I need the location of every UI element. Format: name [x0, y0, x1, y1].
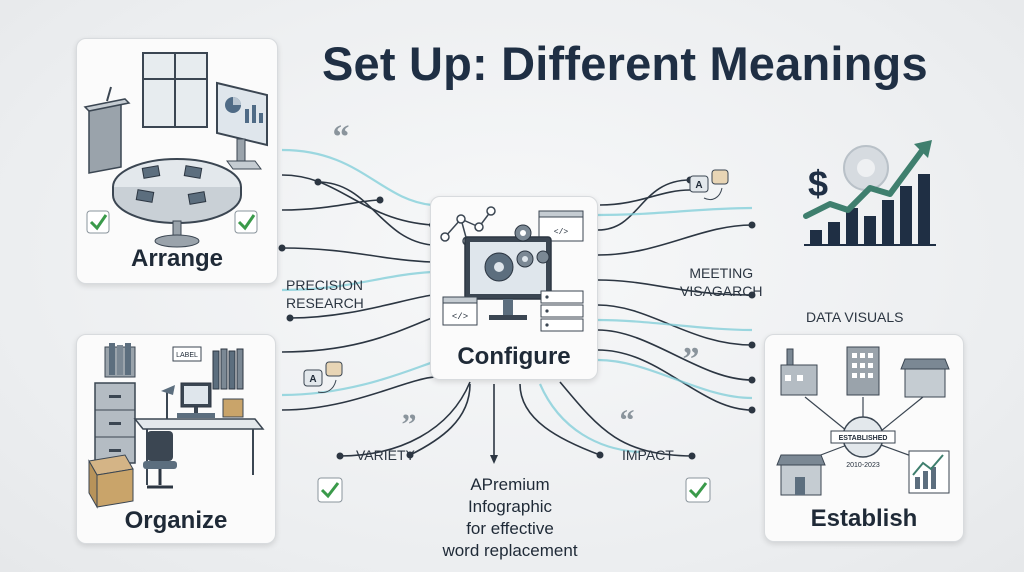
open-quote-icon-bottom-right: “	[620, 404, 635, 426]
translate-bubble-icon-left: A	[303, 361, 343, 393]
data-visuals-note: DATA VISUALS	[806, 309, 904, 325]
open-quote-icon-left: “	[333, 122, 350, 144]
check-icon-right	[685, 477, 711, 503]
variety-note: VARIETY	[356, 447, 415, 463]
meeting-note: MEETING VISAGARCH	[680, 264, 762, 300]
center-caption-line-1: APremium	[470, 475, 550, 494]
office-desk-illustration: LABEL	[88, 343, 265, 509]
page-title: Set Up: Different Meanings	[322, 37, 928, 90]
organize-card: LABEL	[76, 334, 276, 544]
svg-text:</>: </>	[452, 312, 468, 322]
impact-note: IMPACT	[622, 447, 674, 463]
meeting-text: MEETING	[689, 265, 754, 281]
configure-label: Configure	[457, 343, 571, 370]
close-quote-icon-bottom-left: ”	[402, 408, 417, 426]
meeting-room-illustration	[83, 52, 268, 248]
label-tag-text: LABEL	[176, 352, 198, 359]
established-years: 2010-2023	[846, 462, 880, 469]
center-caption-line-2: Infographic	[467, 497, 553, 516]
close-quote-icon-right: ”	[683, 341, 700, 362]
translate-letter-right: A	[695, 180, 702, 191]
center-caption-line-3: for effective	[466, 519, 554, 538]
growth-chart-icon: $	[803, 140, 936, 246]
dollar-sign: $	[808, 163, 828, 204]
center-caption-line-4: word replacement	[442, 541, 578, 560]
computer-settings-illustration: </> </>	[440, 206, 584, 332]
svg-text:“: “	[620, 404, 635, 426]
configure-card: </> </> Configure	[430, 196, 598, 380]
precision-text: PRECISION	[286, 277, 364, 293]
svg-text:”: ”	[683, 341, 700, 362]
svg-text:“: “	[333, 122, 350, 144]
translate-letter-left: A	[309, 374, 316, 385]
svg-text:”: ”	[402, 408, 417, 426]
precision-research-note: PRECISION RESEARCH	[286, 276, 364, 312]
arrange-label: Arrange	[130, 245, 224, 272]
translate-bubble-icon-right: A	[689, 169, 729, 201]
established-badge-text: ESTABLISHED	[839, 435, 888, 442]
arrange-card: Arrange	[76, 38, 278, 284]
center-caption: APremium Infographic for effective word …	[430, 474, 590, 562]
establish-card: ESTABLISHED 2010-2023 Establish	[764, 334, 964, 542]
research-text: RESEARCH	[286, 295, 364, 311]
business-establishment-illustration: ESTABLISHED 2010-2023	[776, 346, 950, 496]
svg-text:</>: </>	[554, 228, 569, 237]
establish-label: Establish	[810, 505, 918, 532]
visagarch-text: VISAGARCH	[680, 283, 763, 299]
organize-label: Organize	[124, 507, 228, 534]
check-icon-left	[317, 477, 343, 503]
